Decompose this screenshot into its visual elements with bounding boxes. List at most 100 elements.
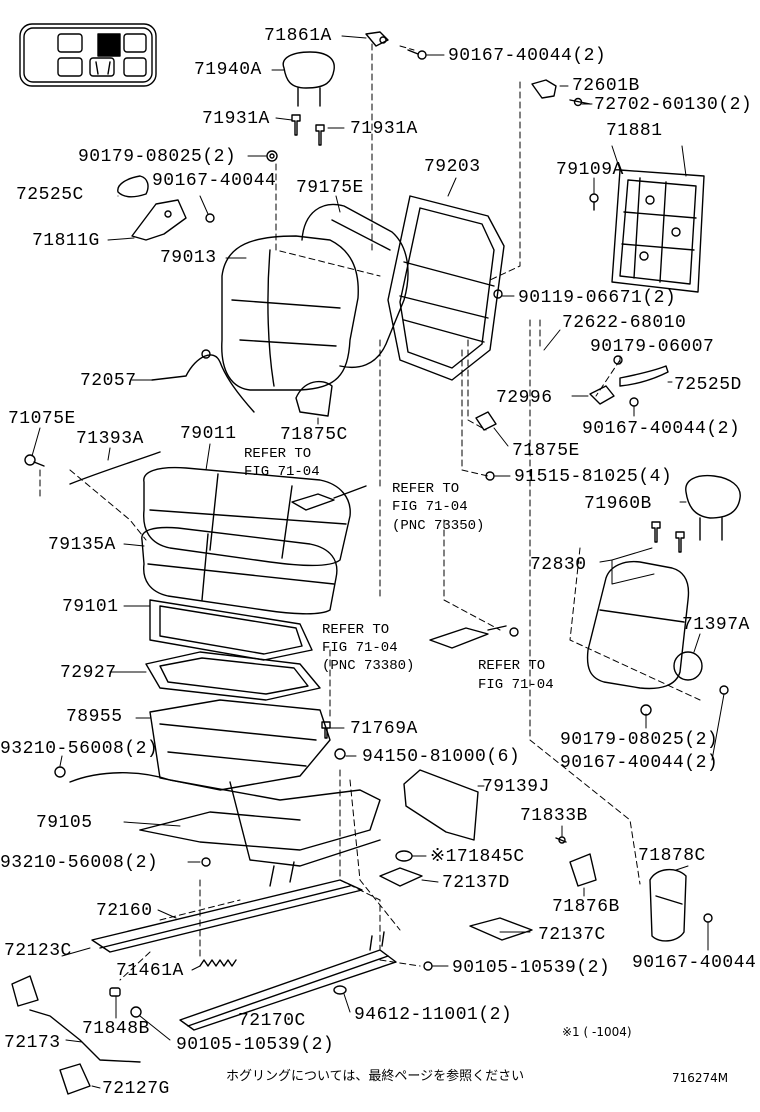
part-label-79013: 79013 bbox=[160, 248, 217, 268]
cover-72127g-icon bbox=[59, 1063, 91, 1095]
part-label-71940a: 71940A bbox=[194, 60, 262, 80]
part-label-90179-08025: 90179-08025(2) bbox=[78, 147, 237, 167]
part-label-71875c: 71875C bbox=[280, 425, 348, 445]
seatback-board-71881-icon bbox=[611, 169, 705, 293]
part-label-79203: 79203 bbox=[424, 157, 481, 177]
seat-base-78955-icon bbox=[149, 699, 331, 791]
plug-94612-icon bbox=[333, 985, 347, 995]
seat-pan-72927-icon bbox=[145, 651, 321, 701]
part-label-94612-11001: 94612-11001(2) bbox=[354, 1005, 513, 1025]
part-label-72601b: 72601B bbox=[572, 76, 640, 96]
cable-72057-icon bbox=[151, 349, 255, 413]
figure-id: 716274M bbox=[672, 1071, 729, 1085]
part-label-90105-10539-a: 90105-10539(2) bbox=[452, 958, 611, 978]
bracket-71876b-icon bbox=[569, 853, 597, 887]
bolt-icon bbox=[423, 961, 433, 971]
rod-72173-icon bbox=[29, 1009, 141, 1063]
bolt-icon bbox=[407, 49, 427, 60]
part-label-71075e: 71075E bbox=[8, 409, 76, 429]
cover-79139j-icon bbox=[403, 769, 479, 841]
part-label-72927: 72927 bbox=[60, 663, 117, 683]
bolt-icon bbox=[493, 289, 503, 299]
part-label-90179-08025-b: 90179-08025(2) bbox=[560, 730, 719, 750]
part-label-71397a: 71397A bbox=[682, 615, 750, 635]
nut-icon bbox=[613, 355, 623, 365]
spring-71461a-icon bbox=[199, 959, 237, 967]
part-label-79101: 79101 bbox=[62, 597, 119, 617]
hog-ring-note: ホグリングについては、最終ページを参照ください bbox=[226, 1069, 525, 1084]
part-label-71845c: ※171845C bbox=[430, 847, 525, 867]
seat-pad-79135a-icon bbox=[141, 526, 338, 615]
assembly-dashed-lines bbox=[39, 43, 701, 981]
part-label-90167-40044-bottom: 90167-40044 bbox=[632, 953, 757, 973]
part-label-71931a-right: 71931A bbox=[350, 119, 418, 139]
belt-buckle-icon bbox=[291, 485, 367, 511]
part-label-71931a-left: 71931A bbox=[202, 109, 270, 129]
part-label-90167-40044-b: 90167-40044(2) bbox=[582, 419, 741, 439]
part-label-71861a: 71861A bbox=[264, 26, 332, 46]
refer-note-3-line1: REFER TO bbox=[322, 622, 390, 638]
refer-note-4-line1: REFER TO bbox=[478, 658, 546, 674]
part-label-72702-60130: 72702-60130(2) bbox=[594, 95, 753, 115]
part-label-71848b: 71848B bbox=[82, 1019, 150, 1039]
part-label-79109a: 79109A bbox=[556, 160, 624, 180]
seatback-side-79175e-icon bbox=[301, 203, 409, 369]
part-label-71393a: 71393A bbox=[76, 429, 144, 449]
part-label-71878c: 71878C bbox=[638, 846, 706, 866]
clip-71769a-icon bbox=[321, 721, 331, 739]
part-label-72830: 72830 bbox=[530, 555, 587, 575]
part-label-90179-06007: 90179-06007 bbox=[590, 337, 715, 357]
headrest-guide-icon bbox=[291, 114, 325, 146]
part-label-79105: 79105 bbox=[36, 813, 93, 833]
bracket-72137d-icon bbox=[379, 867, 423, 887]
seatback-cover-79013-icon bbox=[221, 235, 359, 391]
part-label-71833b: 71833B bbox=[520, 806, 588, 826]
part-label-71461a: 71461A bbox=[116, 961, 184, 981]
clip-71861a-icon bbox=[365, 31, 389, 47]
seat-cushion-cover-79011-icon bbox=[143, 466, 351, 567]
leader-lines bbox=[31, 35, 725, 1089]
cable-71393a-icon bbox=[69, 451, 161, 485]
seat-rail-72160-icon bbox=[91, 861, 363, 953]
cover-72525c-icon bbox=[117, 175, 149, 198]
headrest-71940a-icon bbox=[282, 51, 335, 107]
part-label-90167-40044-single: 90167-40044 bbox=[152, 171, 277, 191]
part-label-79135a: 79135A bbox=[48, 535, 116, 555]
part-label-72996: 72996 bbox=[496, 388, 553, 408]
screw-icon bbox=[555, 836, 567, 844]
part-label-79011: 79011 bbox=[180, 424, 237, 444]
refer-note-1-line1: REFER TO bbox=[244, 446, 312, 462]
part-label-90167-40044: 90167-40044(2) bbox=[448, 46, 607, 66]
part-label-90119-06671: 90119-06671(2) bbox=[518, 288, 677, 308]
part-label-72173: 72173 bbox=[4, 1033, 61, 1053]
seatback-frame-79203-icon bbox=[387, 195, 505, 381]
refer-note-1-line2: FIG 71-04 bbox=[244, 464, 320, 480]
refer-note-3-line3: (PNC 73380) bbox=[322, 658, 415, 674]
seat-location-key-icon bbox=[19, 23, 157, 87]
refer-note-2-line1: REFER TO bbox=[392, 481, 460, 497]
part-label-71875e: 71875E bbox=[512, 441, 580, 461]
headrest-71960b-icon bbox=[685, 474, 741, 541]
part-label-90105-10539-b: 90105-10539(2) bbox=[176, 1035, 335, 1055]
seatback-right-icon bbox=[586, 560, 690, 690]
part-label-79139j: 79139J bbox=[482, 777, 550, 797]
screw-icon bbox=[569, 97, 591, 107]
bracket-71811g-icon bbox=[131, 199, 215, 241]
part-label-72160: 72160 bbox=[96, 901, 153, 921]
part-label-79175e: 79175E bbox=[296, 178, 364, 198]
seat-frame-79105-icon bbox=[54, 766, 381, 867]
part-label-71769a: 71769A bbox=[350, 719, 418, 739]
part-label-90167-40044-c: 90167-40044(2) bbox=[560, 753, 719, 773]
part-label-72123c: 72123C bbox=[4, 941, 72, 961]
cover-71878c-icon bbox=[649, 869, 713, 942]
part-label-72137d: 72137D bbox=[442, 873, 510, 893]
part-label-91515-81025: 91515-81025(4) bbox=[514, 467, 673, 487]
cover-72123c-icon bbox=[11, 975, 39, 1007]
refer-note-2-line3: (PNC 73350) bbox=[392, 518, 485, 534]
bolt-icon bbox=[719, 685, 729, 695]
trim-71875c-icon bbox=[295, 380, 333, 417]
belt-buckle-icon bbox=[429, 625, 519, 649]
headrest-guide-icon bbox=[651, 521, 685, 553]
nut-icon bbox=[334, 748, 346, 760]
